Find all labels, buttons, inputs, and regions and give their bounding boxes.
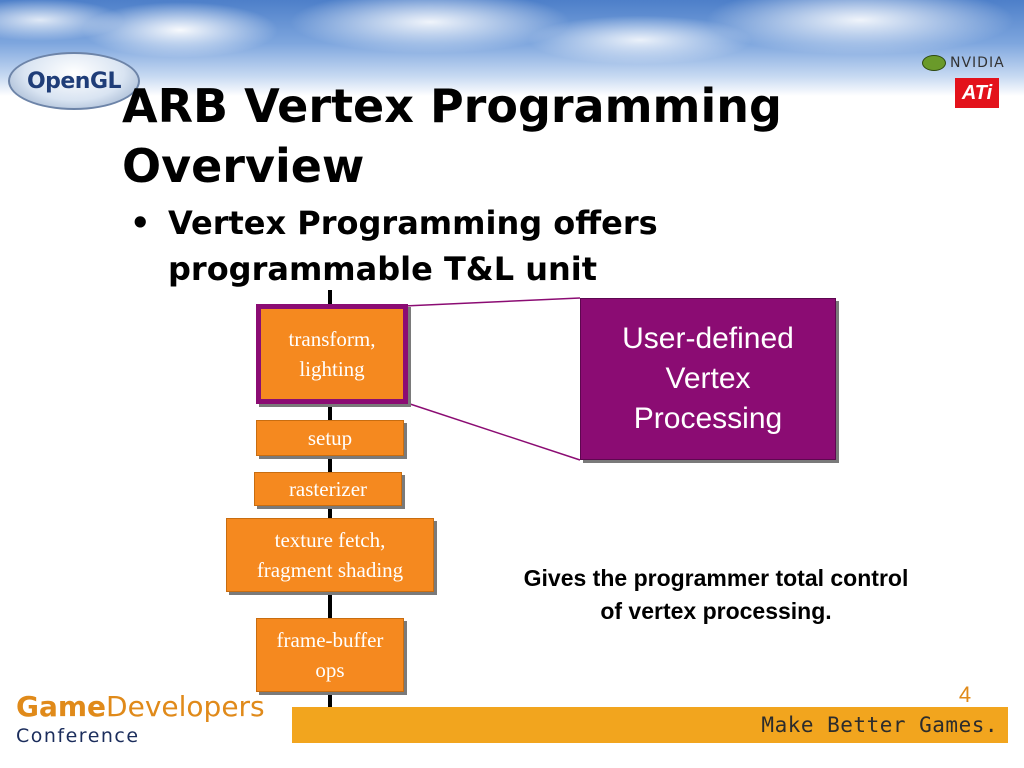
- slide-title-line1: ARB Vertex Programming: [122, 79, 782, 133]
- callout-line3: Processing: [633, 402, 783, 435]
- gdc-word-conference: Conference: [16, 725, 140, 747]
- stage-label: transform, lighting: [289, 324, 376, 384]
- slide-title: ARB Vertex Programming Overview: [122, 76, 882, 196]
- stage-transform-lighting: transform, lighting: [256, 304, 408, 404]
- caption-line2: of vertex processing.: [600, 598, 832, 624]
- bullet-point: • Vertex Programming offers programmable…: [130, 200, 850, 292]
- stage-frame-buffer-ops: frame-buffer ops: [256, 618, 404, 692]
- bullet-text-line1: Vertex Programming offers: [168, 204, 658, 242]
- callout-user-defined-vertex-processing: User-defined Vertex Processing: [580, 298, 836, 460]
- page-number: 4: [958, 682, 972, 707]
- gdc-logo: GameDevelopers Conference: [16, 690, 286, 748]
- stage-label: texture fetch, fragment shading: [257, 525, 403, 585]
- stage-texture-fetch-fragment-shading: texture fetch, fragment shading: [226, 518, 434, 592]
- nvidia-logo: NVIDIA: [922, 54, 1005, 72]
- gdc-word-developers: Developers: [106, 690, 265, 723]
- stage-label-line1: transform,: [288, 327, 376, 351]
- gdc-logo-top: GameDevelopers: [16, 690, 286, 724]
- opengl-logo: OpenGL: [8, 52, 140, 110]
- connector-top-line: [403, 297, 581, 307]
- ati-logo: ATi: [955, 78, 999, 108]
- stage-label-line2: lighting: [299, 357, 365, 381]
- stage-label: rasterizer: [288, 477, 368, 501]
- caption-line1: Gives the programmer total control: [523, 565, 909, 591]
- connector-bottom-line: [403, 401, 581, 461]
- callout-line1: User-defined: [622, 322, 794, 355]
- bullet-text: Vertex Programming offers programmable T…: [168, 200, 658, 292]
- stage-label-line2: fragment shading: [256, 558, 404, 582]
- ati-logo-text: ATi: [961, 81, 993, 104]
- slide-caption: Gives the programmer total control of ve…: [466, 562, 966, 628]
- footer-tagline: Make Better Games.: [761, 713, 998, 737]
- nvidia-eye-icon: [922, 55, 946, 71]
- footer-tagline-bar: Make Better Games.: [292, 707, 1008, 743]
- nvidia-logo-text: NVIDIA: [950, 55, 1005, 71]
- bullet-text-line2: programmable T&L unit: [168, 250, 598, 288]
- gdc-word-game: Game: [16, 690, 107, 723]
- stage-label-line1: texture fetch,: [274, 528, 386, 552]
- stage-label-line1: frame-buffer: [276, 628, 384, 652]
- stage-label-line2: ops: [315, 658, 345, 682]
- sky-header-band: [0, 0, 1024, 96]
- stage-label: frame-buffer ops: [277, 625, 384, 685]
- stage-label: setup: [307, 426, 353, 450]
- bullet-marker: •: [130, 204, 151, 242]
- stage-rasterizer: rasterizer: [254, 472, 402, 506]
- stage-setup: setup: [256, 420, 404, 456]
- slide-title-line2: Overview: [122, 139, 365, 193]
- opengl-logo-text: OpenGL: [26, 68, 122, 94]
- callout-line2: Vertex: [665, 362, 751, 395]
